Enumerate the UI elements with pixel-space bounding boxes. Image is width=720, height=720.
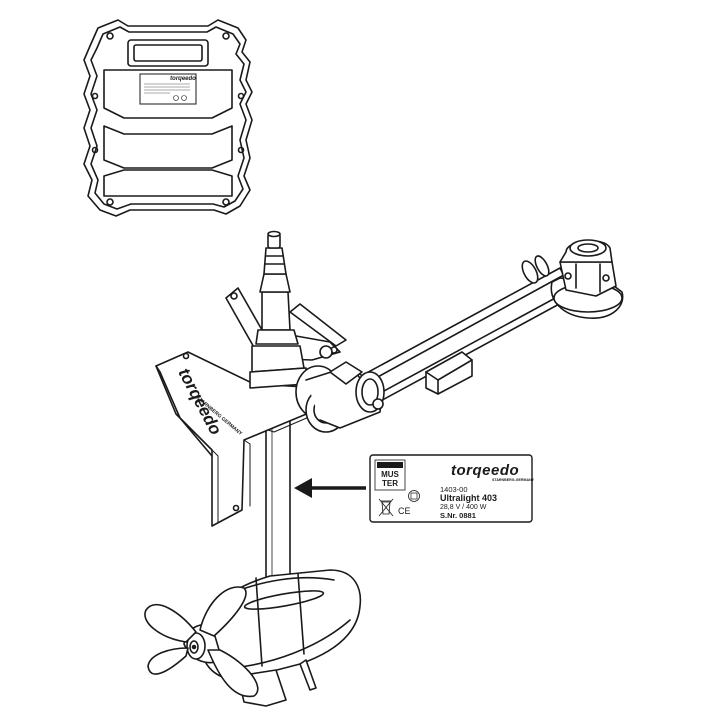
ce-mark: CE	[398, 506, 411, 516]
recycle-icon	[173, 95, 179, 101]
type-plate-serial: S.Nr. 0881	[440, 511, 476, 520]
motor-pod	[183, 569, 362, 707]
muster-stamp: MUS TER	[374, 459, 406, 491]
manual-icon	[408, 490, 420, 502]
battery-label-brand: torqeedo	[170, 76, 196, 82]
type-plate-rating: 28,8 V / 400 W	[440, 504, 487, 511]
arm-clamp	[295, 361, 385, 433]
type-plate-brand-sub: STARNBERG-GERMANY	[492, 478, 535, 482]
type-plate: MUS TER torqeedo STARNBERG-GERMANY 1403-…	[369, 454, 535, 523]
type-plate-brand: torqeedo	[451, 462, 519, 479]
steering-head	[225, 230, 347, 389]
pointer-arrow	[294, 478, 366, 498]
battery-label: torqeedo	[139, 73, 197, 105]
bin-icon	[181, 95, 187, 101]
type-plate-model: Ultralight 403	[440, 493, 497, 503]
crossed-bin-icon	[378, 498, 394, 517]
outboard-motor: torqeedo STARNBERG GERMANY	[144, 230, 624, 707]
battery-pack	[83, 19, 253, 217]
propeller	[144, 586, 259, 698]
muster-line-1: MUS	[381, 470, 399, 479]
tiller-grip	[550, 239, 624, 319]
muster-line-2: TER	[382, 479, 398, 488]
type-plate-part-number: 1403-00	[440, 485, 468, 494]
